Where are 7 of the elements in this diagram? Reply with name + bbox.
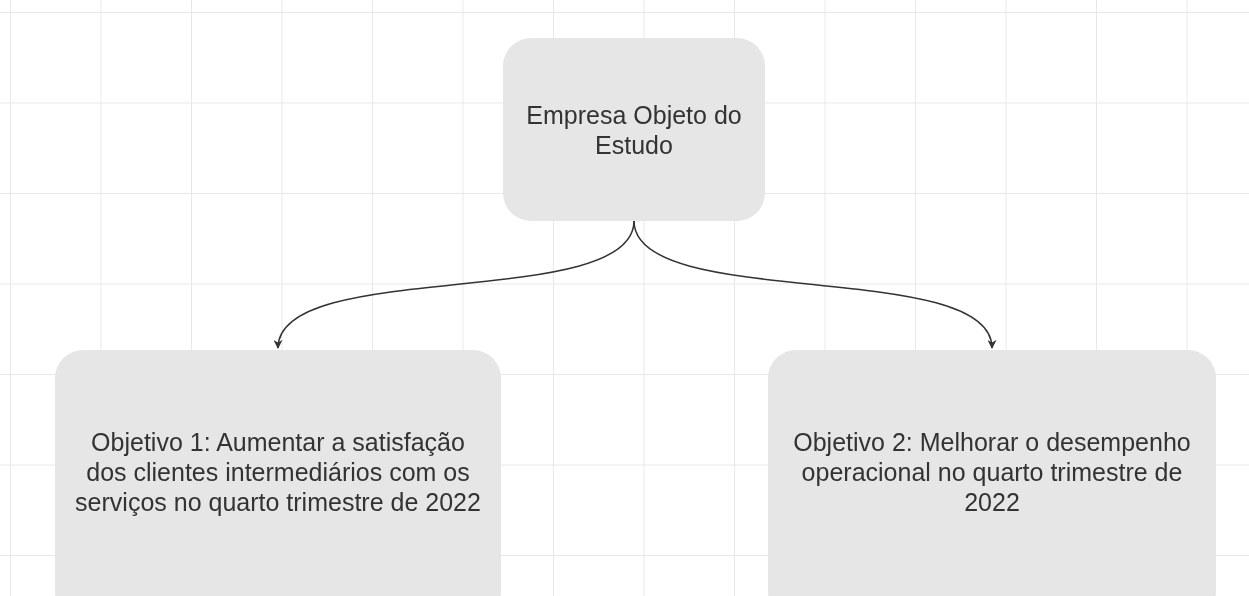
rounded-box	[55, 350, 501, 596]
rounded-box	[768, 350, 1216, 596]
node-text: Empresa Objeto do Estudo	[525, 99, 743, 160]
arrow	[633, 220, 994, 349]
rounded-box	[503, 38, 765, 221]
node-text: Objetivo 2: Melhorar o desempenho operacional no quarto trimestre de 2022	[792, 427, 1192, 517]
node-text: Objetivo 1: Aumentar a satisfação dos clientes intermediários com os serviços no quarto trimestre de 2022	[74, 427, 482, 517]
